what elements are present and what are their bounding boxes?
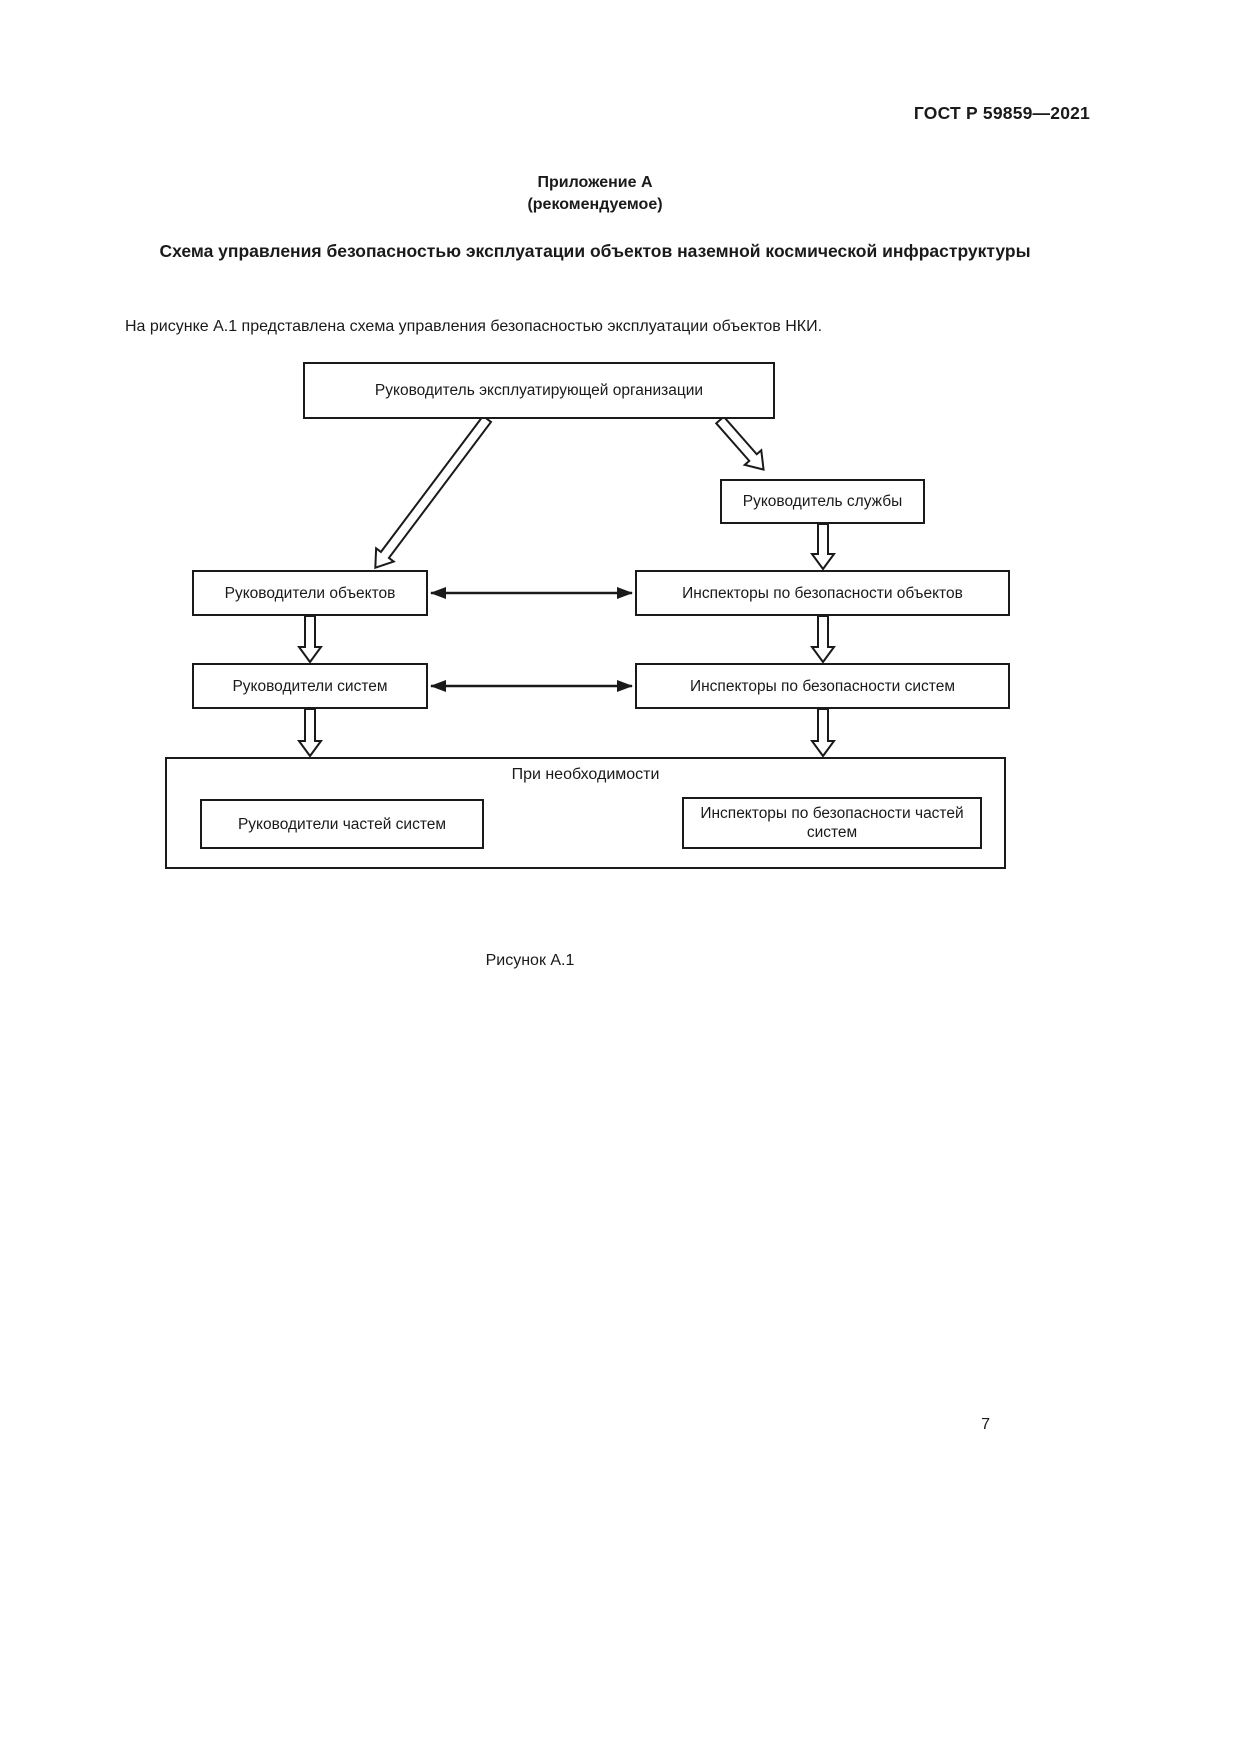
box-system-inspectors: Инспекторы по безопасности систем: [635, 663, 1010, 709]
optional-container-label: При необходимости: [511, 766, 660, 783]
box-system-part-inspectors: Инспекторы по безопасности частей систем: [682, 797, 982, 849]
arrow-systeminspectors-to-optional-icon: [810, 708, 836, 758]
box-org-head: Руководитель эксплуатирующей организации: [303, 362, 775, 419]
appendix-label: Приложение А: [537, 174, 653, 191]
standard-designation: ГОСТ Р 59859—2021: [913, 103, 1090, 123]
box-system-heads: Руководители систем: [192, 663, 428, 709]
page-number: 7: [981, 1416, 990, 1433]
intro-paragraph: На рисунке А.1 представлена схема управл…: [125, 318, 823, 335]
box-object-heads: Руководители объектов: [192, 570, 428, 616]
arrow-orghead-to-objectheads-icon: [374, 414, 493, 570]
arrow-objectinspectors-to-systeminspectors-icon: [810, 615, 836, 664]
box-service-head: Руководитель службы: [720, 479, 925, 524]
appendix-type-label: (рекомендуемое): [527, 196, 663, 213]
box-object-inspectors: Инспекторы по безопасности объектов: [635, 570, 1010, 616]
appendix-title: Схема управления безопасностью эксплуата…: [159, 241, 1031, 261]
figure-caption: Рисунок А.1: [485, 952, 575, 969]
arrow-systemheads-to-optional-icon: [297, 708, 323, 758]
box-system-part-heads: Руководители частей систем: [200, 799, 484, 849]
arrow-orghead-to-servicehead-icon: [714, 415, 765, 471]
arrow-servicehead-to-objectinspectors-icon: [810, 523, 836, 571]
arrow-objectheads-to-systemheads-icon: [297, 615, 323, 664]
